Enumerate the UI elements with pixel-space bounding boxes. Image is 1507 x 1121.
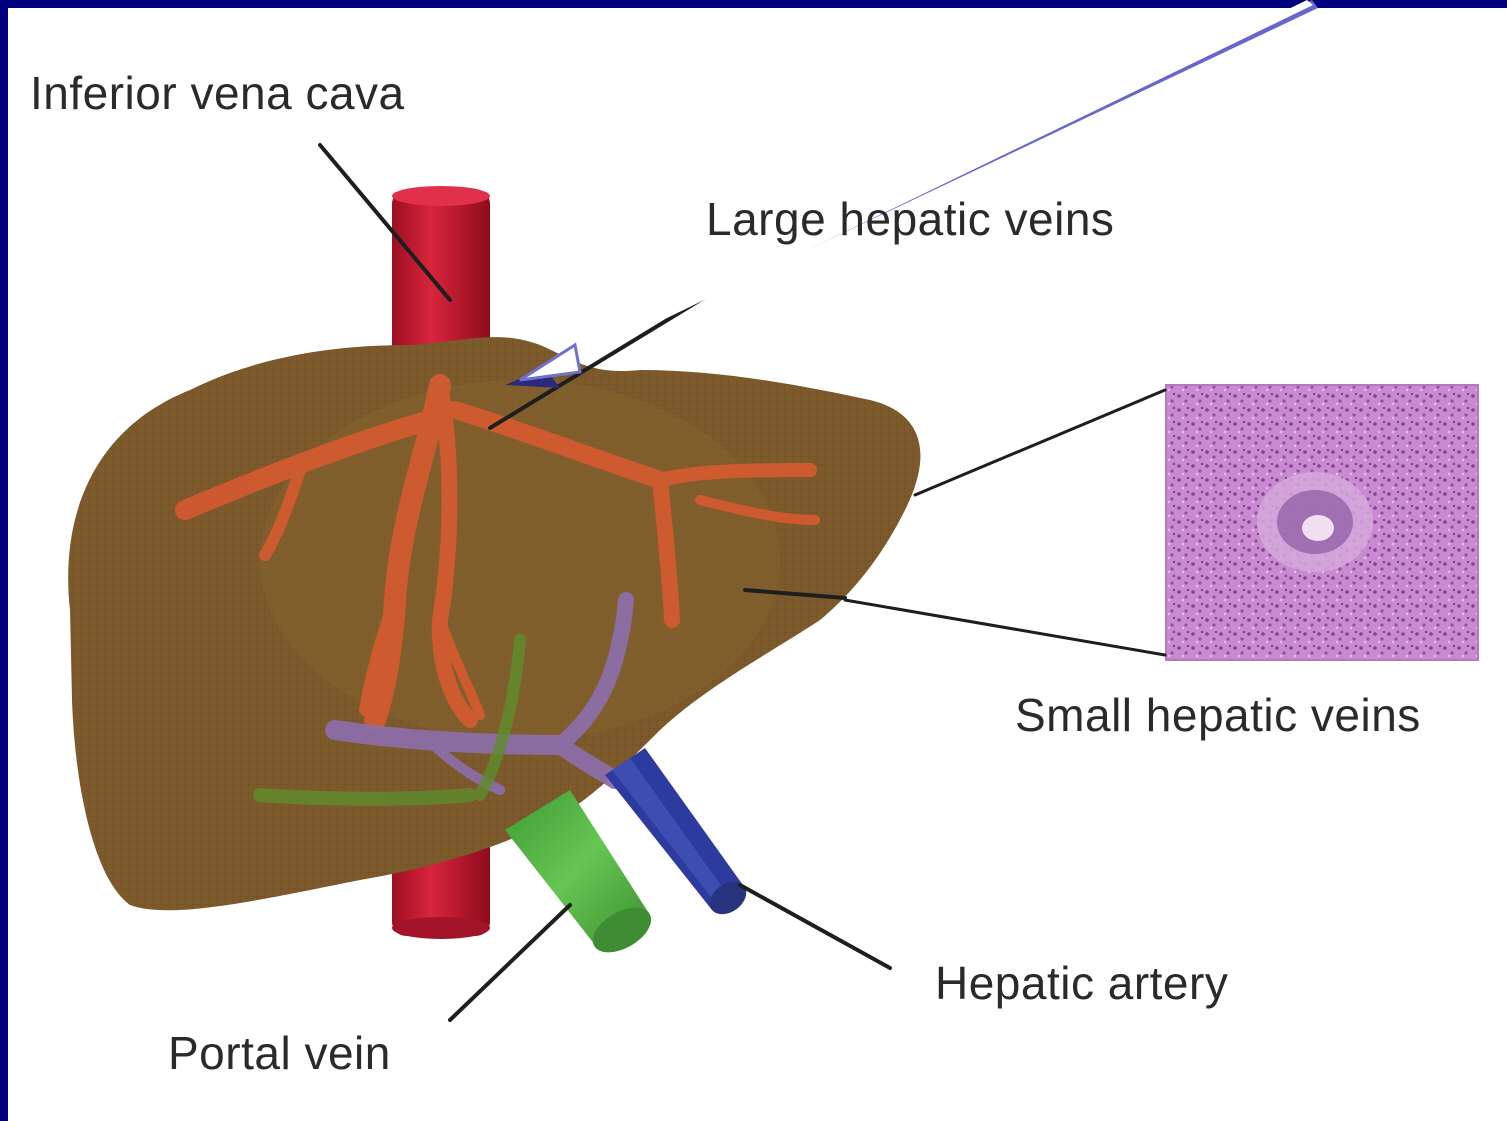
leader-inset-top bbox=[915, 390, 1165, 495]
white-arrow-icon bbox=[520, 0, 1318, 380]
label-hepatic-artery: Hepatic artery bbox=[935, 960, 1228, 1006]
leader-inset-bottom bbox=[845, 600, 1165, 655]
histology-inset bbox=[1166, 385, 1478, 660]
label-small-hepatic-veins: Small hepatic veins bbox=[1015, 692, 1421, 738]
label-large-hepatic-veins: Large hepatic veins bbox=[706, 196, 1114, 242]
leader-hepatic-artery bbox=[740, 885, 890, 968]
label-inferior-vena-cava: Inferior vena cava bbox=[30, 70, 405, 116]
label-portal-vein: Portal vein bbox=[168, 1030, 391, 1076]
